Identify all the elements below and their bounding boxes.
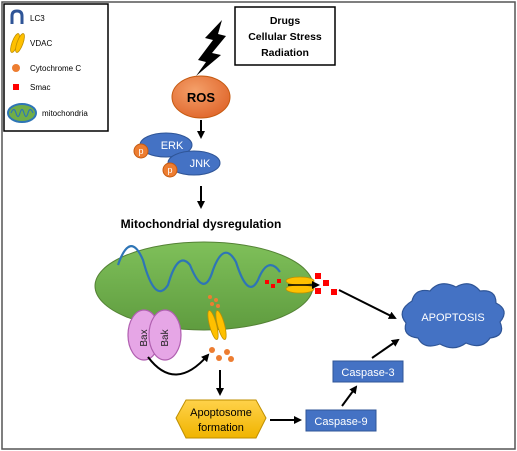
jnk-node: JNK p	[162, 150, 221, 178]
ros-label: ROS	[187, 90, 216, 105]
vdac-right	[285, 276, 320, 294]
arrow-baxbak-vdac	[147, 353, 210, 376]
smac-group-released	[315, 273, 337, 295]
legend-label-smac: Smac	[30, 83, 50, 92]
arrow-casp3-apoptosis	[371, 338, 400, 359]
caspase3-label: Caspase-3	[341, 367, 394, 379]
legend-label-mitochondria: mitochondria	[42, 109, 88, 118]
mito-title: Mitochondrial dysregulation	[121, 217, 282, 231]
stimulus-cellular-stress: Cellular Stress	[248, 31, 322, 43]
caspase9-node: Caspase-9	[305, 409, 377, 432]
phospho-icon-erk	[133, 143, 149, 159]
erk-node: ERK p	[133, 132, 193, 159]
apoptosis-node: APOPTOSIS	[401, 283, 505, 349]
phospho-label-jnk: p	[167, 165, 172, 175]
stimulus-drugs: Drugs	[270, 15, 300, 27]
jnk-label: JNK	[190, 158, 211, 170]
cristae	[116, 245, 281, 293]
legend: LC3 VDAC Cytochrome C Smac mitochondria	[3, 3, 109, 132]
bak-label: Bak	[160, 328, 171, 346]
cytochrome-c-group-released	[209, 347, 234, 362]
smac-group-inside	[265, 279, 281, 288]
cytochrome-c-group-inside	[208, 295, 220, 308]
legend-label-vdac: VDAC	[30, 39, 52, 48]
legend-label-lc3: LC3	[30, 14, 45, 23]
apoptosome-node: Apoptosome formation	[175, 399, 267, 439]
phospho-icon-jnk	[162, 162, 178, 178]
legend-label-cytochrome-c: Cytochrome C	[30, 64, 81, 73]
phospho-label-erk: p	[138, 146, 143, 156]
smac-icon	[13, 84, 19, 90]
mitochondria-icon	[7, 103, 37, 123]
apoptosome-line1: Apoptosome	[190, 407, 252, 419]
bak-node	[148, 309, 182, 361]
caspase9-label: Caspase-9	[314, 416, 367, 428]
mitochondria	[94, 241, 314, 331]
bax-label: Bax	[139, 329, 150, 346]
stimulus-box: Drugs Cellular Stress Radiation	[234, 6, 336, 66]
apoptosome-line2: formation	[198, 422, 244, 434]
erk-label: ERK	[161, 140, 184, 152]
lightning-bolt-icon	[196, 20, 226, 76]
vdac-icon	[10, 33, 25, 53]
arrow-casp9-casp3	[341, 385, 358, 407]
stimulus-radiation: Radiation	[261, 47, 309, 59]
bax-bak: Bax Bak	[127, 309, 182, 361]
arrow-smac-apoptosis	[338, 289, 397, 319]
vdac-lower	[207, 310, 227, 340]
ros-node: ROS	[171, 75, 231, 119]
caspase3-node: Caspase-3	[332, 360, 404, 383]
lc3-icon	[10, 9, 24, 24]
apoptosis-label: APOPTOSIS	[421, 312, 484, 324]
cytochrome-c-icon	[12, 64, 20, 72]
